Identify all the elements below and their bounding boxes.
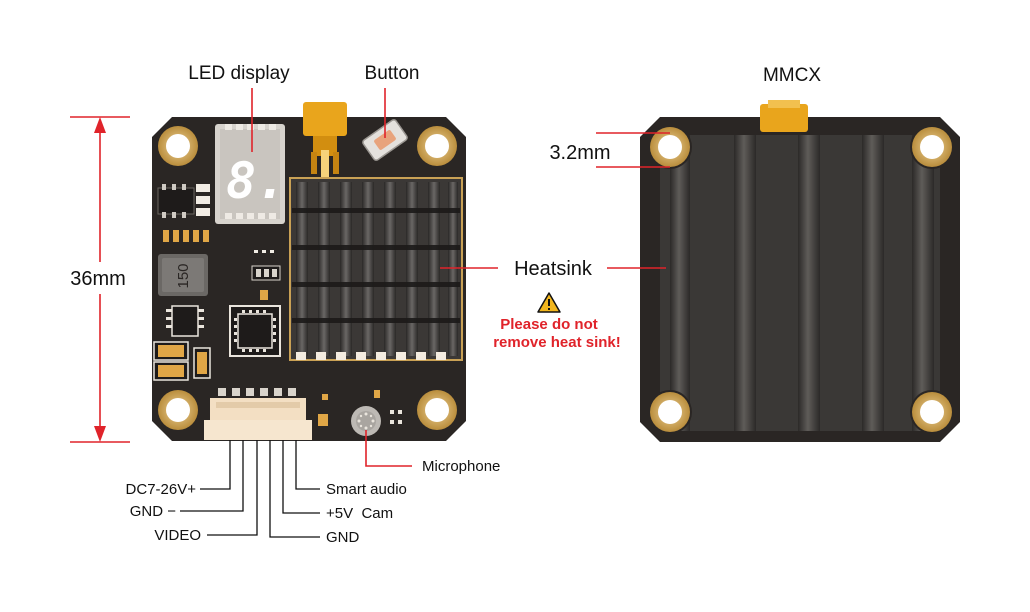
front-board: 8. xyxy=(152,102,466,441)
led-digit: 8. xyxy=(226,152,286,210)
label-pin-5v-cam: +5V Cam xyxy=(326,505,393,522)
label-button: Button xyxy=(365,63,420,84)
mmcx-connector-back xyxy=(760,100,808,132)
label-pin-gnd-left: GND − xyxy=(130,503,177,520)
label-pin-gnd-right: GND xyxy=(326,529,360,546)
back-heatsink-fins xyxy=(670,135,934,431)
label-mmcx: MMCX xyxy=(763,65,821,86)
power-video-connector xyxy=(204,398,312,440)
inductor-marking: 150 xyxy=(175,263,192,288)
label-microphone: Microphone xyxy=(422,458,500,475)
label-led-display: LED display xyxy=(188,63,290,84)
label-hole-size: 3.2mm xyxy=(549,142,610,164)
front-mounting-holes xyxy=(158,126,457,430)
microphone xyxy=(318,390,402,436)
warning-line-1: Please do not xyxy=(500,316,598,333)
label-pin-smart-audio: Smart audio xyxy=(326,481,407,498)
back-mounting-holes xyxy=(648,125,954,434)
connector-pads xyxy=(218,388,296,396)
small-chip xyxy=(166,305,204,337)
label-board-size: 36mm xyxy=(70,268,126,290)
warning-line-2: remove heat sink! xyxy=(493,334,621,351)
smd-components xyxy=(157,184,281,300)
leader-lines xyxy=(251,88,670,467)
push-button xyxy=(362,119,408,161)
mmcx-connector-front xyxy=(303,102,347,178)
label-heatsink: Heatsink xyxy=(514,258,593,280)
led-display: 8. xyxy=(215,124,286,224)
ic-chip xyxy=(229,305,281,357)
back-board xyxy=(640,100,960,442)
inductor: 150 xyxy=(158,254,208,296)
label-pin-video: VIDEO xyxy=(154,527,201,544)
label-pin-dc: DC7-26V+ xyxy=(126,481,197,498)
capacitors xyxy=(153,341,211,381)
warning-icon xyxy=(537,292,561,313)
front-heatsink xyxy=(289,177,463,361)
dimension-arrows xyxy=(94,117,106,442)
pin-leader-lines xyxy=(180,440,320,538)
